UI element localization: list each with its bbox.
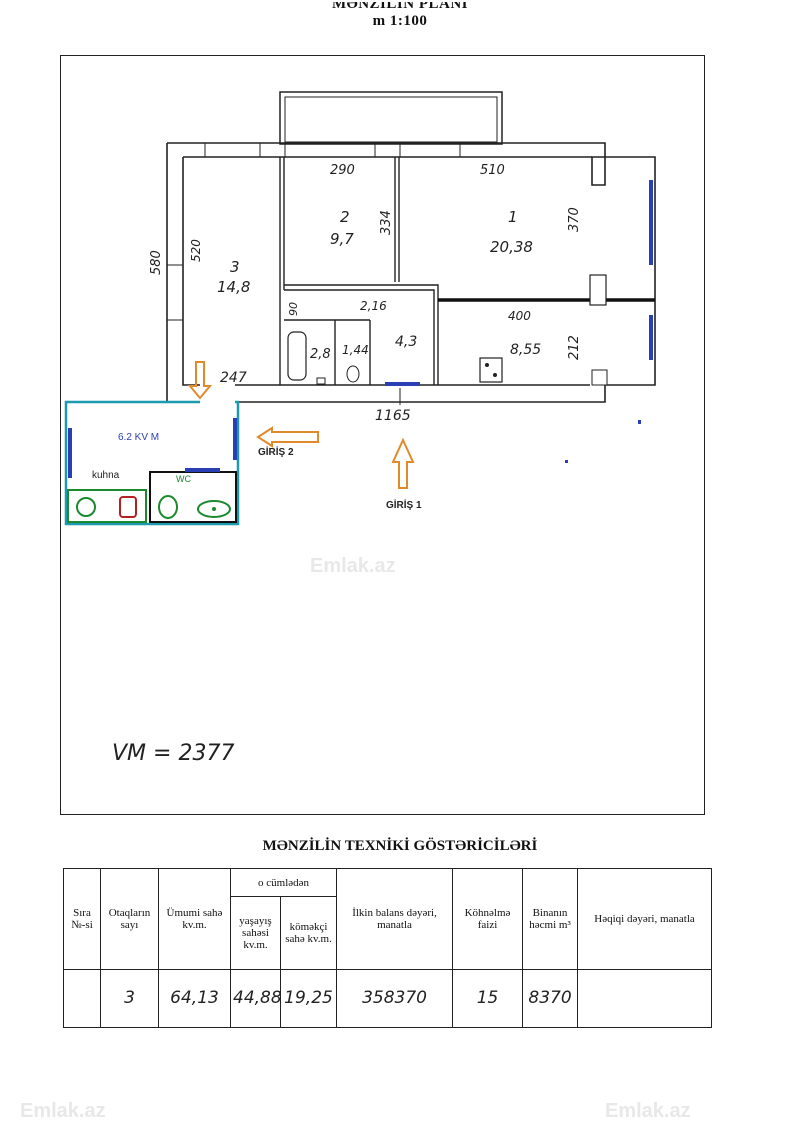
dim-216: 2,16 xyxy=(360,299,387,313)
blue-windows xyxy=(385,180,653,386)
header-komekci: köməkçi sahə kv.m. xyxy=(279,896,338,970)
cell-komekci: 19,25 xyxy=(279,968,338,1029)
dim-247: 247 xyxy=(220,370,247,386)
plan-scale: m 1:100 xyxy=(372,13,428,29)
header-umumi: Ümumi sahə kv.m. xyxy=(158,868,231,970)
watermark-bottom-right: Emlak.az xyxy=(605,1100,691,1122)
cell-otaq: 3 xyxy=(100,968,159,1029)
hall-area: 4,3 xyxy=(395,334,417,350)
dim-520: 520 xyxy=(189,239,203,262)
cell-sira xyxy=(63,968,101,1029)
dim-370: 370 xyxy=(567,207,582,232)
cell-heqiqi xyxy=(577,968,713,1029)
page-title: MƏNZİLİN PLANI m 1:100 xyxy=(0,2,800,30)
cell-binanin: 8370 xyxy=(522,968,579,1029)
annex xyxy=(64,400,240,526)
plan-title: MƏNZİLİN PLANI xyxy=(331,2,468,12)
dim-400: 400 xyxy=(508,309,531,323)
header-yasayis: yaşayış sahəsi kv.m. xyxy=(230,896,281,970)
dim-334: 334 xyxy=(379,210,394,235)
bath-area: 2,8 xyxy=(310,347,331,362)
dim-90: 90 xyxy=(287,302,300,316)
header-group: o cümlədən xyxy=(229,867,338,898)
dim-212: 212 xyxy=(567,335,582,360)
annex-area-label: 6.2 KV M xyxy=(118,432,159,443)
room-3-number: 3 xyxy=(230,258,240,276)
room-2-number: 2 xyxy=(340,208,350,226)
entrance-arrows xyxy=(187,361,415,489)
header-binanin: Binanın həcmi m³ xyxy=(522,868,579,970)
room-1-number: 1 xyxy=(508,208,518,226)
balcony xyxy=(279,91,503,145)
header-ilkin: İlkin balans dəyəri, manatla xyxy=(336,868,454,970)
header-sira: Sıra №-si xyxy=(63,868,101,970)
bathtub xyxy=(287,331,307,381)
watermark-bottom-left: Emlak.az xyxy=(20,1100,106,1122)
room-2-area: 9,7 xyxy=(330,230,354,248)
watermark-center: Emlak.az xyxy=(310,555,396,577)
stove xyxy=(479,357,503,383)
header-kohnelme: Köhnəlmə faizi xyxy=(452,868,524,970)
cell-kohnelme: 15 xyxy=(452,968,524,1029)
plan-frame xyxy=(60,55,705,815)
wc-area: 1,44 xyxy=(342,343,369,357)
toilet xyxy=(346,365,360,383)
dim-510: 510 xyxy=(480,163,505,178)
entrance-2-label: GİRİŞ 2 xyxy=(258,445,294,458)
kitchen-label: kuhna xyxy=(92,470,120,481)
outer-walls xyxy=(166,142,656,403)
tech-title: MƏNZİLİN TEXNİKİ GÖSTƏRİCİLƏRİ xyxy=(262,838,538,854)
volume-note: VM = 2377 xyxy=(112,741,234,766)
dim-290: 290 xyxy=(330,163,355,178)
wc-label: WC xyxy=(176,474,191,484)
interior-walls xyxy=(279,157,439,385)
kitchen-area: 8,55 xyxy=(510,342,541,358)
cell-umumi: 64,13 xyxy=(158,968,231,1029)
entrance-1-label: GİRİŞ 1 xyxy=(386,498,422,511)
dim-580: 580 xyxy=(149,250,164,275)
cell-ilkin: 358370 xyxy=(336,968,454,1029)
header-otaq: Otaqların sayı xyxy=(100,868,159,970)
room-3-area: 14,8 xyxy=(217,278,250,296)
room-1-area: 20,38 xyxy=(490,238,533,256)
top-windows xyxy=(166,142,461,321)
tech-table: Sıra №-si Otaqların sayı Ümumi sahə kv.m… xyxy=(63,867,713,1029)
stray-marks xyxy=(565,420,641,463)
header-heqiqi: Həqiqi dəyəri, manatla xyxy=(577,868,713,970)
dim-1165: 1165 xyxy=(375,408,411,424)
cell-yasayis: 44,88 xyxy=(230,968,282,1029)
floor-plan: 1 20,38 2 9,7 3 14,8 2,8 1,44 4,3 8,55 2… xyxy=(64,91,656,766)
